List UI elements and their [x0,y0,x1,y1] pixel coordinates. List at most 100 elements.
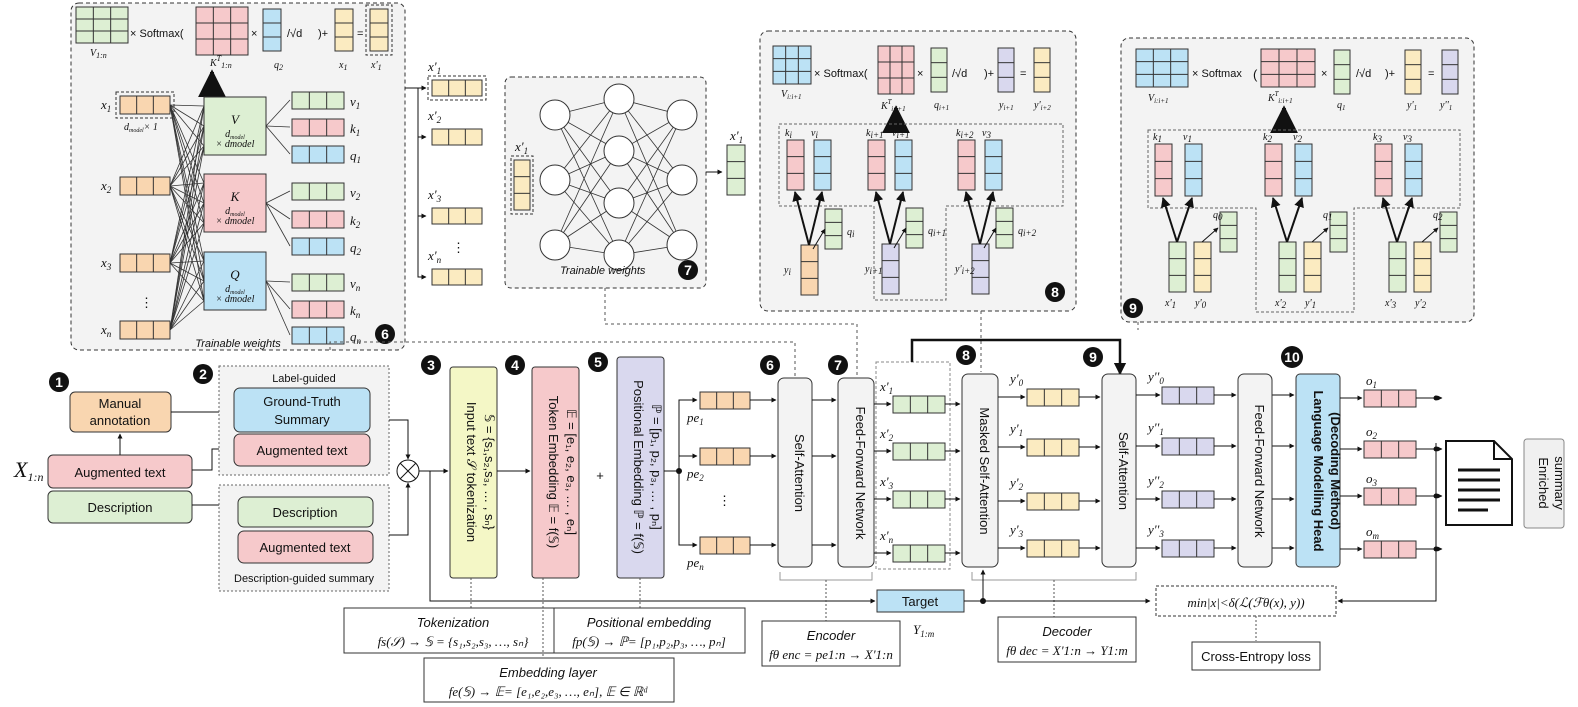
fan-line [169,105,205,331]
svg-text:𝕊 = {s₁,s₂,s₃, … , sₙ}: 𝕊 = {s₁,s₂,s₃, … , sₙ} [482,414,497,531]
fan-line [169,260,205,264]
decoder-y-vector-3 [1026,539,1080,558]
description-guided-title: Description-guided summary [234,573,374,585]
decoder-y2-vectors: y''0y''1y''2y''3 [1136,369,1295,558]
fan-line [169,300,205,331]
cross-connection [910,338,1127,376]
nn-node [603,239,635,271]
ffn-output-label: x'1 [729,128,743,145]
nn-edge [554,114,620,256]
badge-8-masked [1045,282,1065,302]
lm-head-block [1295,373,1341,568]
lm-output-label-3: om [1366,524,1380,541]
matrix-output-line [265,202,291,247]
cross-v-label-2: v3 [1403,132,1412,144]
cross-group-outline [1147,129,1461,313]
output-vector-k2 [291,210,345,229]
masked-v-label-0: vi [811,128,818,140]
svg-text:Self-Attention: Self-Attention [792,434,807,512]
fan-line [169,222,205,331]
encoder-output-label-1: x'2 [879,426,894,443]
decoder-y2-label-3: y''3 [1146,522,1164,539]
vector-x1 [334,8,354,52]
cross-paren: ( [1253,67,1258,82]
svg-text:Feed-Forward Network: Feed-Forward Network [853,407,868,540]
attention-panel: V1:n × Softmax( KT1:n × q2 /√d )+ x1 = x… [70,2,406,351]
decoder-y2-label-1: y''1 [1146,420,1164,437]
svg-text:Manual: Manual [99,396,142,411]
svg-text:Tokenization: Tokenization [417,615,490,630]
dmodel-note: dmodel× 1 [124,122,158,134]
output-vector-qn [291,326,345,345]
nn-edge [618,179,683,256]
cross-k-label-2: k3 [1373,132,1382,144]
formula-plus: )+ [318,28,328,40]
formula-kt-label: KT1:n [209,54,232,70]
ffn-input-vector-3 [431,268,483,286]
output-vector-kn [291,300,345,319]
masked-k-vec-2 [957,139,976,191]
masked-y-label: yi+1 [998,100,1014,112]
cross-yp-vec [1441,49,1459,95]
nn-edge [618,98,683,246]
nn-edge [554,114,620,204]
masked-y-label-0: yi [783,265,791,277]
masked-eq: = [1020,68,1026,80]
ffn-block [837,377,875,568]
formula-x-label: x1 [338,60,347,72]
positional-caption-box [553,607,746,654]
svg-text:Encoder: Encoder [807,628,856,643]
decoder-y-vector-0 [1026,388,1080,407]
attention-formula: V1:n × Softmax( KT1:n × q2 /√d )+ x1 = x… [75,4,393,98]
cross-arrow-k [1380,197,1398,243]
fan-line [169,202,205,331]
vector-q2 [262,8,282,52]
svg-text:Description: Description [272,505,337,520]
masked-k-label-0: ki [785,128,792,140]
cross-y-vec-1 [1303,241,1322,293]
cross-q-vec-1 [1329,211,1348,253]
cross-q-vec-0 [1219,211,1238,253]
output-label-2: q1 [350,148,361,165]
pe-label-1: pe2 [686,466,704,483]
o-junction [1433,395,1439,401]
fan-line [169,125,205,264]
formula-eq: = [357,28,363,40]
ffn-input-vector-1 [431,128,483,146]
enriched-summary-box [1523,438,1565,529]
matrix-v-ii1 [772,45,812,85]
cross-q-vec [1333,49,1351,95]
cross-v-label-0: v1 [1183,132,1192,144]
label-guided-title: Label-guided [272,373,336,385]
masked-k-label-2: ki+2 [956,128,974,140]
input-xn-label: xn [100,322,112,339]
vector-xp1 [369,8,389,52]
badge-8: 8 [962,347,970,363]
formula-sqrt: /√d [287,28,302,40]
badge-7-ffn [678,260,698,280]
matrix-kt-1n [195,6,249,56]
nn-edge [554,98,620,246]
neural-network [539,83,698,271]
badge-5: 5 [594,354,602,370]
attention-caption: Trainable weights [195,338,281,350]
masked-yp-label: y'i+2 [1033,100,1051,112]
ffn-input-outline [427,75,487,101]
nn-node [539,229,571,261]
nn-edge [618,114,683,204]
masked-arrow-q [812,228,826,250]
matrix-kt-cross [1260,48,1316,88]
lm-output-vector-1 [1363,440,1417,459]
decoder-y-vectors: y'0y'1y'2y'3 [998,371,1101,558]
masked-k-label-1: ki+1 [866,128,884,140]
svg-text:fθ enc = pe1:n → X'1:n: fθ enc = pe1:n → X'1:n [769,647,893,662]
cross-k-label-0: k1 [1153,132,1162,144]
fan-line [169,260,205,331]
decoder-y-label-3: y'3 [1008,522,1024,539]
svg-text:Feed-Forward Network: Feed-Forward Network [1252,405,1267,538]
plus-sign: + [596,468,604,483]
svg-text:Language Modelling Head: Language Modelling Head [1311,390,1326,551]
